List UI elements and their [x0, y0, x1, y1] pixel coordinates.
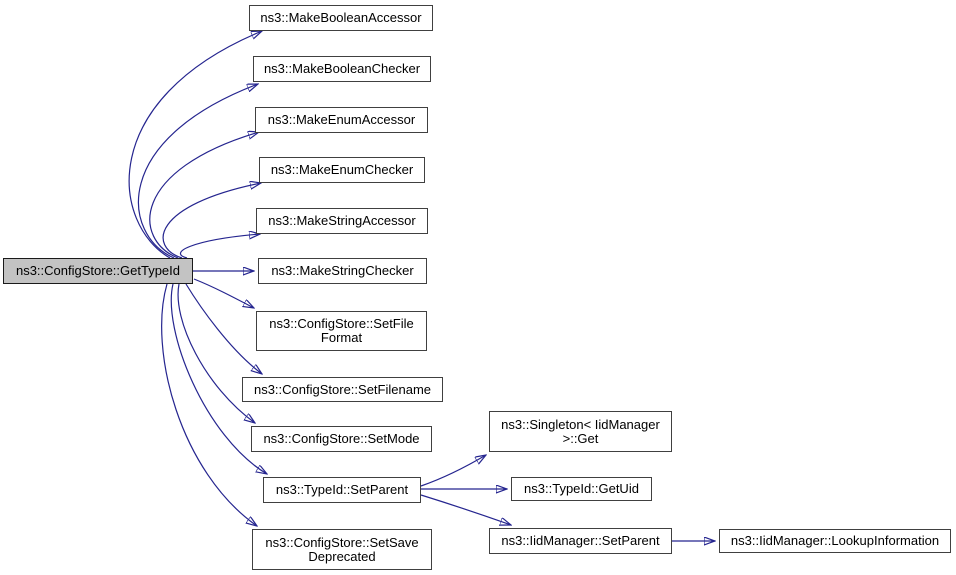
- edge-gettypeid-makebooleanchecker: [137, 84, 258, 259]
- edge-gettypeid-makeenumaccessor: [149, 132, 259, 259]
- edge-gettypeid-makebooleanaccessor: [128, 31, 262, 259]
- edge-typeidsetparent-iidmanagersetparent: [420, 494, 511, 525]
- node-type-id-get-uid[interactable]: ns3::TypeId::GetUid: [511, 477, 652, 501]
- node-make-string-accessor[interactable]: ns3::MakeStringAccessor: [256, 208, 428, 234]
- node-make-enum-checker[interactable]: ns3::MakeEnumChecker: [259, 157, 425, 183]
- edge-gettypeid-typeidsetparent: [170, 283, 267, 474]
- edge-gettypeid-setsavedeprecated: [161, 283, 257, 526]
- edge-gettypeid-setfilename: [185, 283, 262, 374]
- edge-typeidsetparent-singletonget: [420, 455, 486, 487]
- node-make-boolean-checker[interactable]: ns3::MakeBooleanChecker: [253, 56, 431, 82]
- node-iid-manager-lookup-information[interactable]: ns3::IidManager::LookupInformation: [719, 529, 951, 553]
- node-make-string-checker[interactable]: ns3::MakeStringChecker: [258, 258, 427, 284]
- edge-gettypeid-setmode: [177, 283, 255, 423]
- node-singleton-iid-manager-get[interactable]: ns3::Singleton< IidManager >::Get: [489, 411, 672, 452]
- node-config-store-set-mode[interactable]: ns3::ConfigStore::SetMode: [251, 426, 432, 452]
- node-config-store-set-file-format[interactable]: ns3::ConfigStore::SetFile Format: [256, 311, 427, 351]
- node-make-enum-accessor[interactable]: ns3::MakeEnumAccessor: [255, 107, 428, 133]
- node-iid-manager-set-parent[interactable]: ns3::IidManager::SetParent: [489, 528, 672, 554]
- node-type-id-set-parent[interactable]: ns3::TypeId::SetParent: [263, 477, 421, 503]
- node-make-boolean-accessor[interactable]: ns3::MakeBooleanAccessor: [249, 5, 433, 31]
- node-config-store-get-type-id: ns3::ConfigStore::GetTypeId: [3, 258, 193, 284]
- edge-gettypeid-setfileformat: [193, 278, 254, 308]
- edge-gettypeid-makestringaccessor: [180, 234, 260, 259]
- node-config-store-set-save-deprecated[interactable]: ns3::ConfigStore::SetSave Deprecated: [252, 529, 432, 570]
- node-config-store-set-filename[interactable]: ns3::ConfigStore::SetFilename: [242, 377, 443, 402]
- edge-gettypeid-makeenumchecker: [162, 183, 261, 259]
